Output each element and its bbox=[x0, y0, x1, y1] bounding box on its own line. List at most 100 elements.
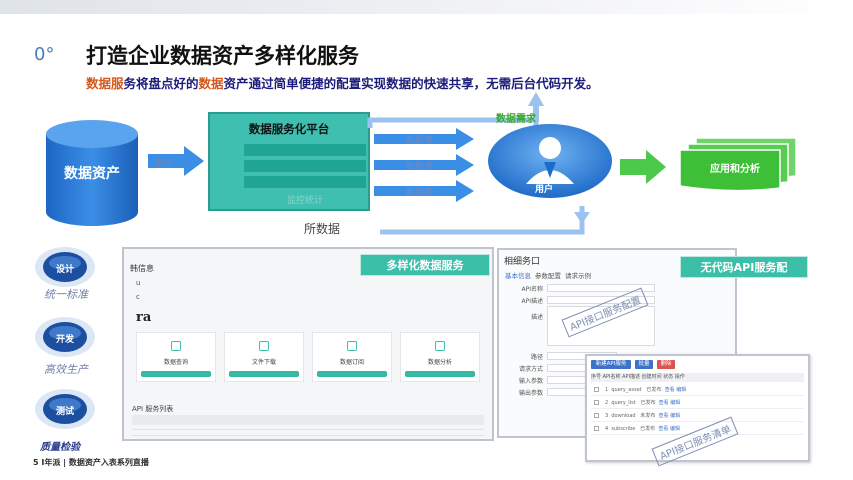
user-icon bbox=[488, 124, 612, 198]
top-banner bbox=[0, 0, 853, 14]
publish-arrow bbox=[148, 146, 204, 176]
row-name: subscribe bbox=[611, 426, 636, 432]
field-label: 请求方式 bbox=[518, 366, 543, 373]
slide-number: 0° bbox=[34, 44, 55, 65]
row-action[interactable]: 查看 编辑 bbox=[664, 387, 687, 393]
design-orb-icon bbox=[35, 247, 95, 287]
row-status: 已发布 bbox=[646, 387, 662, 393]
return-label: 所数据 bbox=[304, 222, 341, 236]
card-label: 数据分析 bbox=[427, 359, 452, 366]
database-icon bbox=[46, 120, 138, 226]
info-line: c bbox=[136, 293, 140, 301]
page-title: 打造企业数据资产多样化服务 bbox=[86, 44, 359, 68]
row-name: query_asset bbox=[611, 387, 642, 393]
return-arrow bbox=[380, 206, 590, 235]
row-action[interactable]: 查看 编辑 bbox=[658, 426, 680, 432]
field-label: 输出参数 bbox=[518, 390, 543, 397]
card-button[interactable] bbox=[317, 371, 387, 377]
service-arrow bbox=[374, 180, 474, 202]
subtitle-part-1: 数据服 bbox=[86, 76, 124, 91]
row-name: query_list bbox=[611, 400, 636, 406]
platform-row bbox=[244, 160, 366, 172]
sidebar-text: 统一标准 bbox=[44, 288, 88, 301]
field-label: API名称 bbox=[521, 286, 544, 293]
info-line: u bbox=[136, 279, 141, 287]
card-label: 数据订阅 bbox=[339, 359, 364, 366]
method-select[interactable] bbox=[547, 364, 587, 372]
row-checkbox[interactable] bbox=[594, 426, 599, 431]
search-icon bbox=[171, 341, 181, 351]
table-row[interactable]: 2 query_list 已发布 查看 编辑 bbox=[591, 397, 804, 409]
api-name-field[interactable] bbox=[547, 284, 655, 292]
subtitle-part-4: 资产 bbox=[223, 76, 249, 91]
card-button[interactable] bbox=[405, 371, 475, 377]
platform-title: 数据服务化平台 bbox=[248, 122, 330, 136]
new-api-button[interactable]: 新建API服务 bbox=[591, 360, 631, 369]
field-label: API描述 bbox=[521, 298, 544, 305]
description-field[interactable] bbox=[547, 306, 655, 346]
table-header bbox=[132, 415, 484, 425]
field-label: 路径 bbox=[530, 354, 543, 361]
test-orb-icon bbox=[35, 389, 95, 429]
panel-title: 相细务口 bbox=[504, 257, 541, 267]
panel-header: 韩信息 bbox=[130, 264, 154, 273]
subscribe-icon bbox=[347, 341, 357, 351]
subtitle-part-3: 数据 bbox=[198, 76, 224, 91]
arrow-label: 数服务 bbox=[406, 162, 434, 172]
delete-button[interactable]: 删除 bbox=[657, 360, 675, 369]
tab-params[interactable]: 参数配置 bbox=[535, 272, 561, 280]
download-icon bbox=[259, 341, 269, 351]
row-checkbox[interactable] bbox=[594, 387, 599, 392]
page-subtitle: 数据服务将盘点好的数据资产通过简单便捷的配置实现数据的快速共享，无需后台代码开发… bbox=[86, 73, 599, 92]
field-label: 描述 bbox=[530, 314, 543, 321]
arrow-label: 数服务 bbox=[406, 136, 434, 146]
api-desc-field[interactable] bbox=[547, 296, 655, 304]
service-card[interactable]: 数据查询 bbox=[136, 332, 216, 382]
platform-row bbox=[244, 144, 366, 156]
row-action[interactable]: 查看 编辑 bbox=[658, 400, 681, 406]
data-service-panel: 韩信息 u c ra 数据查询 文件下载 数据订阅 数据分析 API 服务列表 bbox=[122, 247, 494, 441]
footer-text: 5 Ⅰ年派 | 数据资产入表系列直播 bbox=[33, 458, 149, 467]
output-param-field[interactable] bbox=[547, 388, 587, 396]
service-badge: 多样化数据服务 bbox=[360, 254, 490, 276]
input-param-field[interactable] bbox=[547, 376, 587, 384]
table-row[interactable] bbox=[132, 429, 484, 430]
row-status: 已发布 bbox=[640, 400, 656, 406]
app-stack bbox=[679, 137, 797, 192]
tab-basic[interactable]: 基本信息 bbox=[505, 272, 531, 280]
user-label: 用户 bbox=[534, 185, 553, 195]
row-index: 3 bbox=[605, 413, 609, 419]
row-action[interactable]: 查看 编辑 bbox=[658, 413, 681, 419]
analysis-icon bbox=[435, 341, 445, 351]
platform-row bbox=[244, 176, 366, 188]
arrow-label: 数服务 bbox=[406, 188, 434, 198]
batch-button[interactable]: 批量 bbox=[635, 360, 653, 369]
tab-example[interactable]: 请求示例 bbox=[565, 272, 591, 280]
service-card[interactable]: 文件下载 bbox=[224, 332, 304, 382]
service-card[interactable]: 数据分析 bbox=[400, 332, 480, 382]
table-row[interactable]: 4 subscribe 已发布 查看 编辑 bbox=[591, 423, 804, 435]
api-badge: 无代码API服务配 bbox=[680, 256, 808, 278]
table-row[interactable]: 3 download 未发布 查看 编辑 bbox=[591, 410, 804, 422]
api-list-panel: 新建API服务 批量 删除 序号 API名称 API描述 创建时间 状态 操作 … bbox=[585, 354, 810, 462]
row-checkbox[interactable] bbox=[594, 413, 599, 418]
card-button[interactable] bbox=[229, 371, 299, 377]
row-index: 2 bbox=[605, 400, 609, 406]
row-checkbox[interactable] bbox=[594, 400, 599, 405]
table-row[interactable]: 1 query_asset 已发布 查看 编辑 bbox=[591, 384, 804, 396]
demand-label: 数据需求 bbox=[496, 114, 536, 125]
row-status: 未发布 bbox=[640, 413, 656, 419]
sidebar-text: 质量检验 bbox=[40, 442, 80, 453]
table-row[interactable] bbox=[132, 435, 484, 436]
app-arrow bbox=[620, 150, 666, 184]
service-card[interactable]: 数据订阅 bbox=[312, 332, 392, 382]
publish-label: 发布 bbox=[154, 159, 173, 169]
card-button[interactable] bbox=[141, 371, 211, 377]
subtitle-part-2: 务将盘点好的 bbox=[123, 76, 199, 91]
section-title: API 服务列表 bbox=[132, 405, 174, 413]
service-arrow bbox=[374, 128, 474, 150]
row-name: download bbox=[611, 413, 636, 419]
service-arrow bbox=[374, 154, 474, 176]
service-platform: 数据服务化平台 监控统计 bbox=[208, 112, 370, 211]
develop-orb-icon bbox=[35, 317, 95, 357]
